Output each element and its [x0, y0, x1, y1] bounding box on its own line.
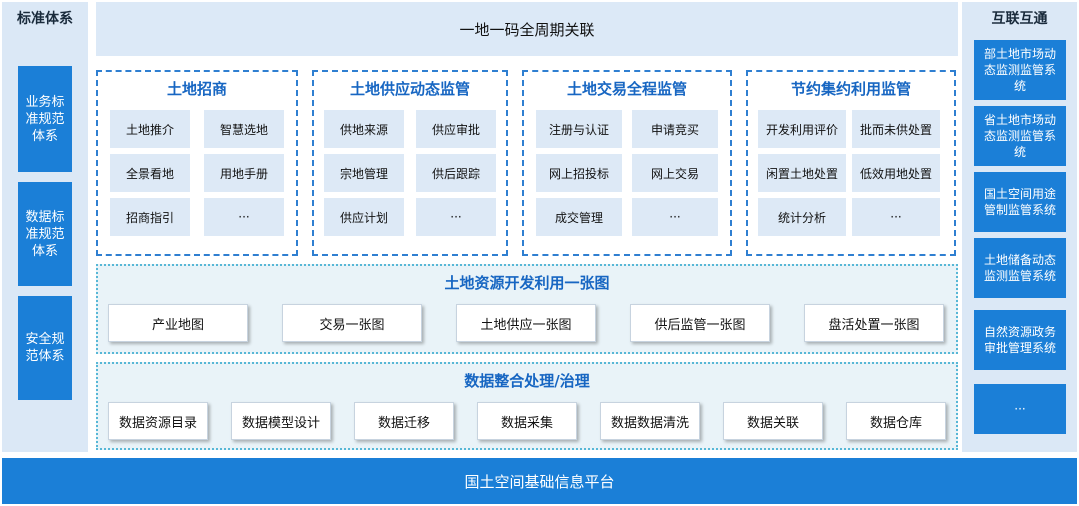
data-card: 数据模型设计	[231, 402, 331, 440]
land-reserve-system: 土地储备动态监测监管系统	[974, 238, 1066, 298]
data-card: 数据关联	[723, 402, 823, 440]
ministry-land-market-system: 部土地市场动态监测监管系统	[974, 40, 1066, 100]
module-title: 土地供应动态监管	[349, 80, 470, 98]
more-systems: ···	[974, 384, 1066, 434]
module-land-investment: 土地招商 土地推介 智慧选地 全景看地 用地手册 招商指引 ···	[96, 70, 298, 256]
module-title: 土地交易全程监管	[566, 80, 687, 98]
module-cell: 成交管理	[536, 198, 622, 236]
data-governance-title: 数据整合处理/治理	[464, 372, 590, 390]
map-card: 供后监管一张图	[630, 304, 770, 342]
module-cell: 智慧选地	[204, 110, 284, 148]
map-card: 交易一张图	[282, 304, 422, 342]
module-cell: 批而未供处置	[852, 110, 940, 148]
module-cell: ···	[204, 198, 284, 236]
land-map-band: 土地资源开发利用一张图 产业地图 交易一张图 土地供应一张图 供后监管一张图 盘…	[96, 264, 958, 354]
map-card: 产业地图	[108, 304, 248, 342]
business-standards-block: 业务标准规范体系	[18, 66, 72, 172]
data-card: 数据数据清洗	[600, 402, 700, 440]
module-cell: 供后跟踪	[416, 154, 496, 192]
module-title: 土地招商	[166, 80, 227, 98]
module-cell: 供地来源	[324, 110, 404, 148]
interconnect-column: 互联互通 部土地市场动态监测监管系统 省土地市场动态监测监管系统 国土空间用途管…	[962, 2, 1077, 452]
land-map-title: 土地资源开发利用一张图	[444, 274, 610, 292]
interconnect-title: 互联互通	[991, 11, 1048, 27]
data-standards-block: 数据标准规范体系	[18, 182, 72, 286]
module-cell: 闲置土地处置	[758, 154, 846, 192]
module-title: 节约集约利用监管	[790, 80, 911, 98]
approval-management-system: 自然资源政务审批管理系统	[974, 310, 1066, 370]
module-cell: ···	[632, 198, 718, 236]
spatial-info-platform: 国土空间基础信息平台	[2, 458, 1077, 504]
lifecycle-banner: 一地一码全周期关联	[96, 2, 958, 56]
module-cell: 开发利用评价	[758, 110, 846, 148]
standards-title: 标准体系	[17, 11, 73, 27]
module-cell: 统计分析	[758, 198, 846, 236]
map-card: 盘活处置一张图	[804, 304, 944, 342]
province-land-market-system: 省土地市场动态监测监管系统	[974, 106, 1066, 166]
module-cell: ···	[852, 198, 940, 236]
module-cell: 低效用地处置	[852, 154, 940, 192]
data-card: 数据迁移	[354, 402, 454, 440]
map-card: 土地供应一张图	[456, 304, 596, 342]
module-cell: 宗地管理	[324, 154, 404, 192]
module-transaction-supervision: 土地交易全程监管 注册与认证 申请竞买 网上招投标 网上交易 成交管理 ···	[522, 70, 732, 256]
data-card: 数据采集	[477, 402, 577, 440]
security-standards-block: 安全规范体系	[18, 296, 72, 400]
standards-column: 标准体系 业务标准规范体系 数据标准规范体系 安全规范体系	[2, 2, 88, 452]
module-intensive-use: 节约集约利用监管 开发利用评价 批而未供处置 闲置土地处置 低效用地处置 统计分…	[746, 70, 956, 256]
module-cell: 土地推介	[110, 110, 190, 148]
data-governance-band: 数据整合处理/治理 数据资源目录 数据模型设计 数据迁移 数据采集 数据数据清洗…	[96, 362, 958, 450]
module-cell: 申请竞买	[632, 110, 718, 148]
module-cell: 网上招投标	[536, 154, 622, 192]
module-cell: 供应审批	[416, 110, 496, 148]
module-cell: 全景看地	[110, 154, 190, 192]
data-card: 数据资源目录	[108, 402, 208, 440]
module-supply-supervision: 土地供应动态监管 供地来源 供应审批 宗地管理 供后跟踪 供应计划 ···	[312, 70, 508, 256]
spatial-use-control-system: 国土空间用途管制监管系统	[974, 172, 1066, 232]
data-card: 数据仓库	[846, 402, 946, 440]
module-cell: 招商指引	[110, 198, 190, 236]
module-cell: 网上交易	[632, 154, 718, 192]
module-cell: 供应计划	[324, 198, 404, 236]
module-cell: 注册与认证	[536, 110, 622, 148]
module-cell: 用地手册	[204, 154, 284, 192]
module-cell: ···	[416, 198, 496, 236]
